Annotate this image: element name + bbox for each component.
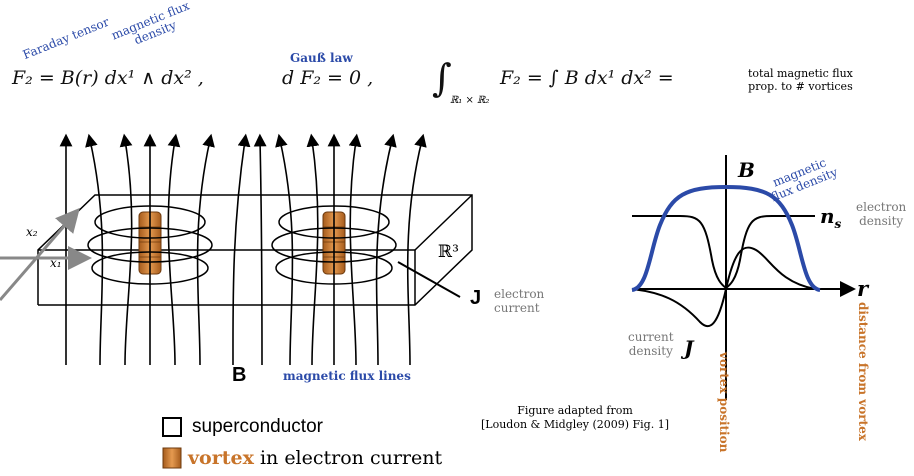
flux-integral-equation: F₂ = ∫ B dx¹ dx² =	[500, 67, 674, 89]
plot-current-symbol: J	[684, 336, 694, 360]
axis-x1-label: x₁	[50, 256, 62, 270]
magnetic-flux-lines	[59, 133, 427, 366]
ns-symbol-sub: s	[834, 217, 842, 231]
superconductor-slab	[37, 194, 473, 306]
magnetic-flux-lines-label: magnetic flux lines	[283, 369, 411, 383]
flux-density-curve	[631, 184, 821, 292]
profile-plot	[631, 155, 856, 400]
integral-domain: ℝ₁ × ℝ₂	[450, 95, 490, 106]
current-density-line2: density	[628, 344, 673, 358]
vortex-legend-swatch	[162, 447, 182, 469]
vortex-legend-word: vortex	[188, 447, 254, 469]
total-flux-label: total magnetic flux prop. to # vortices	[748, 67, 853, 93]
citation-line1: Figure adapted from	[517, 404, 633, 417]
plot-field-symbol: B	[738, 158, 755, 182]
current-pointer	[397, 261, 461, 298]
ns-symbol-main: n	[820, 204, 835, 228]
citation-line2: [Loudon & Midgley (2009) Fig. 1]	[481, 418, 669, 431]
integral-sign: ∫	[432, 56, 452, 100]
axis-x2-label: x₂	[26, 225, 38, 239]
electron-density-line2: density	[859, 214, 904, 228]
vortex-legend-rest: in electron current	[253, 447, 443, 469]
vortex-position-label: vortex position	[717, 352, 731, 453]
total-flux-line2: prop. to # vortices	[748, 80, 853, 93]
faraday-equation: F₂ = B(r) dx¹ ∧ dx² ,	[12, 67, 204, 89]
electron-current-line2: current	[494, 301, 540, 315]
electron-current-label: electron current	[494, 287, 544, 315]
gauss-law-equation: d F₂ = 0 ,	[282, 67, 374, 89]
gauss-law-annotation: Gauß law	[290, 51, 353, 65]
space-label: ℝ³	[438, 242, 459, 262]
electron-density-line1: electron	[856, 200, 907, 214]
r-symbol: r	[857, 276, 869, 301]
figure-citation: Figure adapted from [Loudon & Midgley (2…	[460, 404, 690, 432]
superconductor-legend-label: superconductor	[192, 416, 323, 437]
total-flux-line1: total magnetic flux	[748, 67, 853, 80]
current-symbol: J	[470, 287, 482, 309]
distance-from-vortex-label: distance from vortex	[856, 302, 870, 441]
electron-current-line1: electron	[494, 287, 545, 301]
current-density-label: current density	[628, 330, 674, 358]
vortex-legend-label: vortex in electron current	[188, 447, 442, 469]
current-density-line1: current	[628, 330, 674, 344]
field-symbol: B	[232, 364, 247, 386]
superconductor-legend-swatch	[162, 417, 182, 437]
ns-symbol: ns	[820, 204, 841, 231]
current-density-curve	[631, 246, 816, 328]
electron-density-label: electron density	[856, 200, 906, 228]
